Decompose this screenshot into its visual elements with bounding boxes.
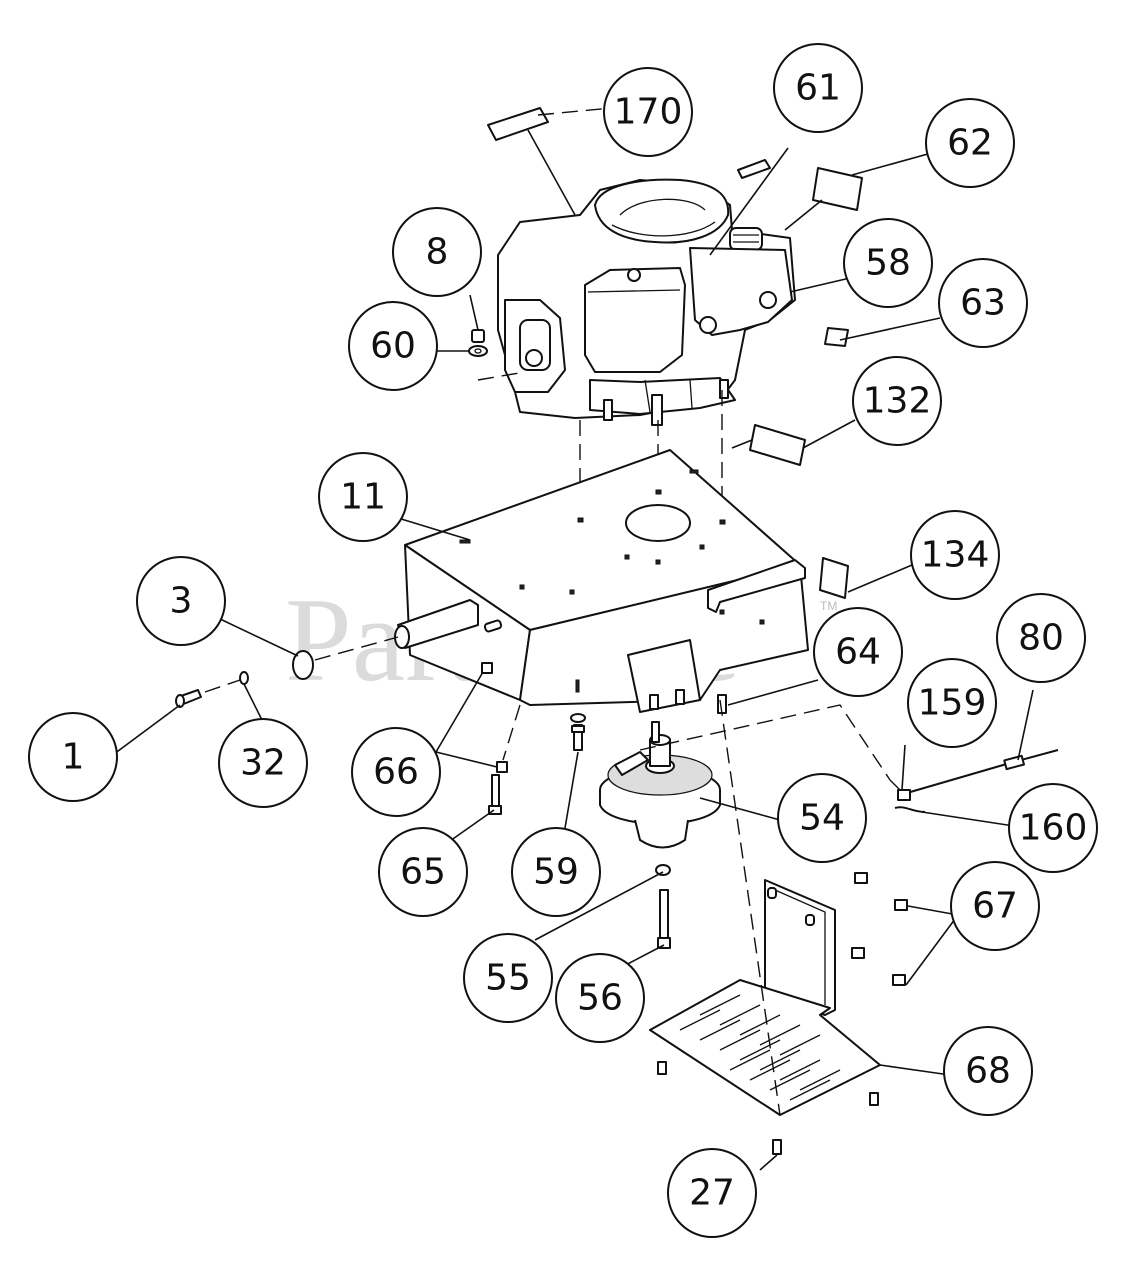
callout-170: 170 <box>603 67 693 157</box>
callout-8: 8 <box>392 207 482 297</box>
bolt-1 <box>175 689 202 708</box>
decal-170 <box>487 107 549 141</box>
nut-66-upper <box>481 662 493 674</box>
callout-63: 63 <box>938 258 1028 348</box>
callout-32: 32 <box>218 718 308 808</box>
washer-3 <box>292 650 314 680</box>
bolt-67-b <box>894 899 908 911</box>
callout-134: 134 <box>910 510 1000 600</box>
callout-1: 1 <box>28 712 118 802</box>
screw-plate-a <box>657 1061 667 1075</box>
bolt-59 <box>571 724 585 751</box>
washer-55 <box>655 864 671 876</box>
callout-label: 32 <box>240 743 286 784</box>
callout-label: 60 <box>370 326 416 367</box>
watermark-tm: TM <box>820 599 837 613</box>
callout-55: 55 <box>463 933 553 1023</box>
callout-label: 159 <box>918 683 987 724</box>
clip-159 <box>897 789 911 801</box>
mount-plate-68 <box>649 879 881 1116</box>
callout-64: 64 <box>813 607 903 697</box>
callout-label: 11 <box>340 477 386 518</box>
callout-label: 62 <box>947 123 993 164</box>
callout-3: 3 <box>136 556 226 646</box>
callout-label: 64 <box>835 632 881 673</box>
callout-label: 54 <box>799 798 845 839</box>
frame-11 <box>394 449 809 713</box>
callout-label: 58 <box>865 243 911 284</box>
decal-132 <box>749 424 806 466</box>
bolt-56 <box>657 889 671 949</box>
decal-134 <box>819 557 849 599</box>
screw-plate-b <box>869 1092 879 1106</box>
callout-80: 80 <box>996 593 1086 683</box>
decal-63 <box>824 327 849 347</box>
callout-label: 134 <box>921 535 990 576</box>
engine <box>497 178 796 426</box>
callout-58: 58 <box>843 218 933 308</box>
callout-label: 1 <box>62 737 85 778</box>
callout-66: 66 <box>351 727 441 817</box>
washer-59 <box>570 713 586 723</box>
bolt-65 <box>488 774 502 815</box>
callout-label: 61 <box>795 68 841 109</box>
bolt-67-d <box>892 974 906 986</box>
callout-label: 65 <box>400 852 446 893</box>
callout-label: 132 <box>863 381 932 422</box>
callout-159: 159 <box>907 658 997 748</box>
callout-label: 55 <box>485 958 531 999</box>
callout-61: 61 <box>773 43 863 133</box>
callout-label: 160 <box>1019 808 1088 849</box>
nut-8 <box>471 329 485 343</box>
callout-67: 67 <box>950 861 1040 951</box>
callout-label: 170 <box>614 92 683 133</box>
callout-54: 54 <box>777 773 867 863</box>
callout-68: 68 <box>943 1026 1033 1116</box>
pin-160 <box>894 806 926 813</box>
clutch-54 <box>599 721 721 849</box>
callout-label: 27 <box>689 1173 735 1214</box>
callout-56: 56 <box>555 953 645 1043</box>
screw-27 <box>772 1139 782 1155</box>
callout-label: 66 <box>373 752 419 793</box>
callout-label: 68 <box>965 1051 1011 1092</box>
callout-160: 160 <box>1008 783 1098 873</box>
nut-66-lower <box>496 761 508 773</box>
decal-61 <box>737 159 771 179</box>
callout-65: 65 <box>378 827 468 917</box>
callout-label: 63 <box>960 283 1006 324</box>
leader-lines <box>109 129 1034 1171</box>
cable-80 <box>899 749 1059 796</box>
callout-label: 8 <box>426 232 449 273</box>
callout-label: 3 <box>170 581 193 622</box>
callout-label: 59 <box>533 852 579 893</box>
washer-32 <box>239 671 249 685</box>
decal-62 <box>812 167 863 211</box>
callout-label: 67 <box>972 886 1018 927</box>
callout-27: 27 <box>667 1148 757 1238</box>
washer-60 <box>468 345 488 357</box>
callout-60: 60 <box>348 301 438 391</box>
callout-label: 56 <box>577 978 623 1019</box>
bolt-67-a <box>854 872 868 884</box>
bolt-67-c <box>851 947 865 959</box>
callout-label: 80 <box>1018 618 1064 659</box>
callout-59: 59 <box>511 827 601 917</box>
callout-11: 11 <box>318 452 408 542</box>
callout-132: 132 <box>852 356 942 446</box>
callout-62: 62 <box>925 98 1015 188</box>
